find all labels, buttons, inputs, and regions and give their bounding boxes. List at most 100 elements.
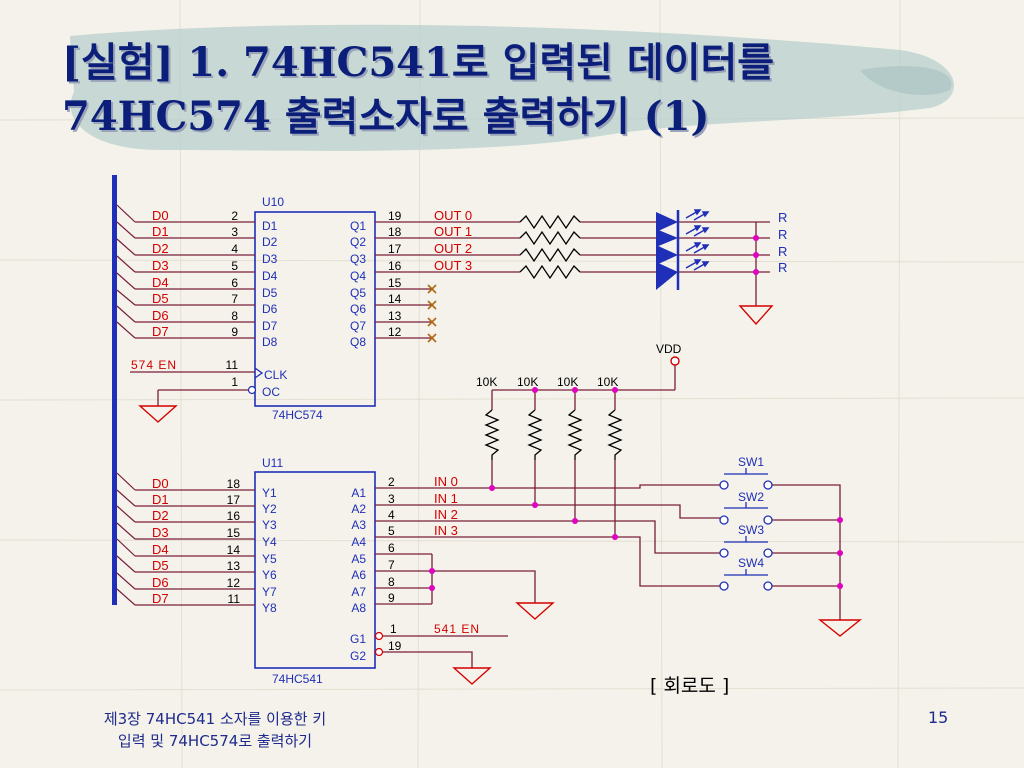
- u11-pin-num: 9: [388, 591, 395, 605]
- u11-chip: U11 74HC541: [254, 456, 376, 686]
- u11-pin-label: Y4: [262, 535, 277, 549]
- u10-pin-label: Q7: [350, 319, 366, 333]
- u11-pin-label: Y5: [262, 552, 277, 566]
- net-in-2: IN 2: [434, 507, 458, 522]
- ground-symbol: [138, 405, 178, 423]
- u11-net-d4: D4: [152, 542, 169, 557]
- u11-data-net-labels: D0 D1 D2 D3 D4 D5 D6 D7: [152, 476, 169, 606]
- u10-pin-num: 13: [388, 309, 402, 323]
- u11-pin-num: 13: [227, 559, 241, 573]
- led-diode: [656, 212, 678, 232]
- series-resistors: [519, 214, 581, 280]
- switch-label: SW4: [738, 556, 764, 570]
- u11-pin-label: Y7: [262, 585, 277, 599]
- u10-pin-label: Q6: [350, 302, 366, 316]
- u11-g1-pin: 1: [390, 622, 397, 636]
- u10-net-d4: D4: [152, 275, 169, 290]
- u10-pin-num: 14: [388, 292, 402, 306]
- u10-pin-num: 6: [231, 276, 238, 290]
- net-out-3: OUT 3: [434, 258, 472, 273]
- u11-net-d2: D2: [152, 508, 169, 523]
- u10-pin-label: D6: [262, 302, 278, 316]
- u10-q-pin-labels: Q1 Q2 Q3 Q4 Q5 Q6 Q7 Q8: [350, 219, 366, 349]
- resistor-value: 10K: [557, 375, 578, 389]
- resistor-value: 10K: [597, 375, 618, 389]
- resistor-value: 10K: [517, 375, 538, 389]
- u10-pin-label: D8: [262, 335, 278, 349]
- switch: [719, 502, 773, 525]
- u10-pin-num: 3: [231, 225, 238, 239]
- resistor-value: 10K: [476, 375, 497, 389]
- ground-symbol: [738, 305, 774, 326]
- u11-a-pin-numbers: 2 3 4 5 6 7 8 9: [388, 475, 395, 605]
- pullup-network: VDD 10K 10K 10K 10K: [476, 342, 682, 537]
- u10-chip: U10 74HC574: [254, 195, 376, 422]
- u10-pin-num: 2: [231, 209, 238, 223]
- net-574-en: 574 EN: [131, 358, 177, 372]
- u11-pin-label: Y2: [262, 502, 277, 516]
- u11-junctions: [429, 485, 843, 591]
- u11-net-d3: D3: [152, 525, 169, 540]
- u10-net-d0: D0: [152, 208, 169, 223]
- resistor: [519, 230, 581, 246]
- u10-out-net-labels: OUT 0 OUT 1 OUT 2 OUT 3: [434, 208, 472, 273]
- led-label: R: [778, 260, 787, 275]
- u10-pin-num: 19: [388, 209, 402, 223]
- u11-pin-label: A1: [351, 486, 366, 500]
- u11-bus-entries: [116, 472, 136, 606]
- u11-pin-label: A2: [351, 502, 366, 516]
- net-541-en: 541 EN: [434, 622, 480, 636]
- net-in-3: IN 3: [434, 523, 458, 538]
- title-brush-stroke: [70, 24, 954, 151]
- switch-label: SW1: [738, 455, 764, 469]
- oc-inversion-bubble: [247, 385, 257, 395]
- u11-pin-label: A5: [351, 552, 366, 566]
- u11-pin-num: 18: [227, 477, 241, 491]
- slide-title: [실험] 1. 74HC541로 입력된 데이터를 74HC574 출력소자로 …: [62, 36, 774, 144]
- clock-marker: [254, 367, 264, 379]
- resistor: [519, 264, 581, 280]
- ground-symbol: [452, 667, 492, 685]
- u11-y-pin-numbers: 18 17 16 15 14 13 12 11: [227, 477, 241, 606]
- g2-inversion-bubble: [374, 647, 384, 657]
- u11-pin-num: 15: [227, 526, 241, 540]
- u10-d-pin-labels: D1 D2 D3 D4 D5 D6 D7 D8: [262, 219, 278, 349]
- ground-symbol: [818, 619, 862, 637]
- resistor: [519, 247, 581, 263]
- u10-pin-label: Q1: [350, 219, 366, 233]
- u10-pin-num: 15: [388, 276, 402, 290]
- u10-pin-label: D2: [262, 235, 278, 249]
- u10-pin-num: 9: [231, 325, 238, 339]
- u10-control-wires: [130, 371, 255, 406]
- u10-net-d2: D2: [152, 241, 169, 256]
- led-wires: [580, 221, 770, 306]
- vdd-label: VDD: [656, 342, 682, 356]
- vdd-terminal: [670, 356, 680, 366]
- u11-pin-num: 3: [388, 492, 395, 506]
- switch: [719, 569, 773, 591]
- u11-g2-pin: 19: [388, 639, 402, 653]
- u10-pin-label: Q8: [350, 335, 366, 349]
- led-diode: [656, 245, 678, 265]
- net-in-1: IN 1: [434, 491, 458, 506]
- u11-pin-num: 6: [388, 541, 395, 555]
- u10-net-d5: D5: [152, 291, 169, 306]
- u11-pin-label: A6: [351, 568, 366, 582]
- u10-data-net-labels: D0 D1 D2 D3 D4 D5 D6 D7: [152, 208, 169, 339]
- switch: [719, 536, 773, 558]
- u10-pin-label: Q4: [350, 269, 366, 283]
- u11-pin-num: 4: [388, 508, 395, 522]
- u11-a-wires: [375, 484, 841, 620]
- led-diode: [656, 262, 678, 290]
- led-diode: [656, 229, 678, 247]
- slide-footer: 제3장 74HC541 소자를 이용한 키 입력 및 74HC574로 출력하기: [60, 708, 370, 752]
- u10-clk-label: CLK: [264, 368, 287, 382]
- u11-enable-wires: [383, 635, 508, 668]
- u11-pin-num: 11: [228, 592, 241, 606]
- pullup-resistor: [607, 409, 623, 460]
- footer-line-1: 제3장 74HC541 소자를 이용한 키: [103, 710, 327, 728]
- u11-y-pin-labels: Y1 Y2 Y3 Y4 Y5 Y6 Y7 Y8: [262, 486, 277, 615]
- u10-pin-num: 5: [231, 259, 238, 273]
